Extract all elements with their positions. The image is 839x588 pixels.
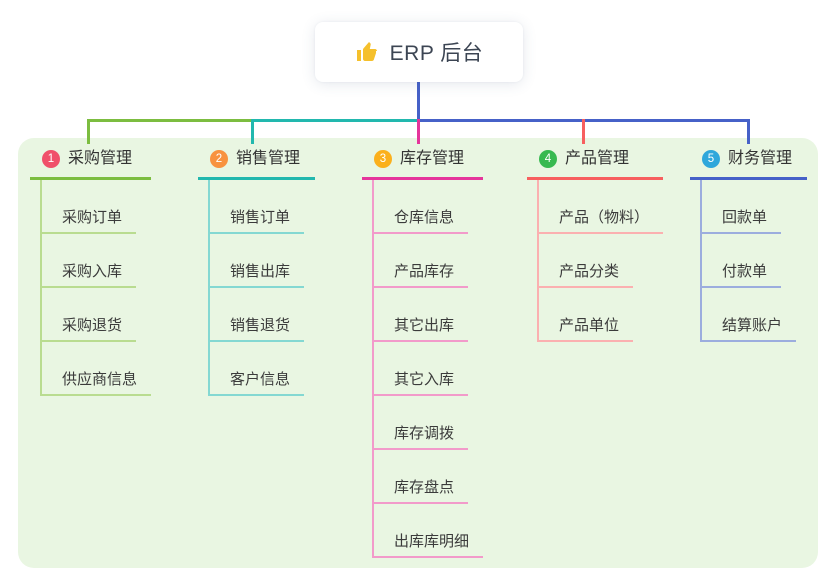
- root-node[interactable]: ERP 后台: [315, 22, 523, 82]
- child-node[interactable]: 产品（物料）: [539, 180, 664, 234]
- branch-label: 库存管理: [400, 150, 465, 167]
- child-node[interactable]: 产品库存: [374, 234, 469, 288]
- branch-header[interactable]: 2 销售管理: [198, 148, 315, 180]
- branch-number-badge: 2: [210, 150, 228, 168]
- child-node[interactable]: 其它入库: [374, 342, 469, 396]
- child-node[interactable]: 产品分类: [539, 234, 634, 288]
- child-node[interactable]: 库存盘点: [374, 450, 469, 504]
- branch-4: 4 产品管理 产品（物料） 产品分类 产品单位: [527, 148, 664, 342]
- branch-number-badge: 4: [539, 150, 557, 168]
- connector-drop-branch-5: [747, 119, 750, 144]
- branch-children: 采购订单 采购入库 采购退货 供应商信息: [40, 180, 152, 396]
- thumbs-up-icon: [355, 40, 379, 64]
- root-title: ERP 后台: [389, 42, 484, 65]
- child-node[interactable]: 销售订单: [210, 180, 305, 234]
- child-node[interactable]: 库存调拨: [374, 396, 469, 450]
- connector-drop-branch-3: [417, 119, 420, 144]
- branch-5: 5 财务管理 回款单 付款单 结算账户: [690, 148, 807, 342]
- child-node[interactable]: 出库库明细: [374, 504, 484, 558]
- child-node[interactable]: 客户信息: [210, 342, 305, 396]
- branch-3: 3 库存管理 仓库信息 产品库存 其它出库 其它入库 库存调拨 库存盘点 出库库…: [362, 148, 484, 558]
- branch-label: 产品管理: [565, 150, 630, 167]
- child-node[interactable]: 产品单位: [539, 288, 634, 342]
- connector-root-vertical: [417, 82, 420, 120]
- branch-label: 采购管理: [68, 150, 133, 167]
- branch-children: 销售订单 销售出库 销售退货 客户信息: [208, 180, 305, 396]
- child-node[interactable]: 采购退货: [42, 288, 137, 342]
- mindmap-panel: 1 采购管理 采购订单 采购入库 采购退货 供应商信息 2 销售管理 销售订单 …: [18, 138, 818, 568]
- child-node[interactable]: 供应商信息: [42, 342, 152, 396]
- branch-children: 回款单 付款单 结算账户: [700, 180, 797, 342]
- connector-horizontal-left: [87, 119, 254, 122]
- child-node[interactable]: 销售退货: [210, 288, 305, 342]
- branch-header[interactable]: 3 库存管理: [362, 148, 484, 180]
- child-node[interactable]: 回款单: [702, 180, 782, 234]
- child-node[interactable]: 结算账户: [702, 288, 797, 342]
- branch-label: 销售管理: [236, 150, 301, 167]
- branch-header[interactable]: 4 产品管理: [527, 148, 664, 180]
- branch-children: 仓库信息 产品库存 其它出库 其它入库 库存调拨 库存盘点 出库库明细: [372, 180, 484, 558]
- connector-drop-branch-4: [582, 119, 585, 144]
- branch-2: 2 销售管理 销售订单 销售出库 销售退货 客户信息: [198, 148, 315, 396]
- child-node[interactable]: 采购入库: [42, 234, 137, 288]
- branch-children: 产品（物料） 产品分类 产品单位: [537, 180, 664, 342]
- branch-number-badge: 5: [702, 150, 720, 168]
- connector-drop-branch-2: [251, 119, 254, 144]
- branch-header[interactable]: 5 财务管理: [690, 148, 807, 180]
- child-node[interactable]: 付款单: [702, 234, 782, 288]
- child-node[interactable]: 销售出库: [210, 234, 305, 288]
- branch-header[interactable]: 1 采购管理: [30, 148, 152, 180]
- child-node[interactable]: 仓库信息: [374, 180, 469, 234]
- branch-1: 1 采购管理 采购订单 采购入库 采购退货 供应商信息: [30, 148, 152, 396]
- connector-horizontal-middle: [253, 119, 418, 122]
- connector-drop-branch-1: [87, 119, 90, 144]
- branch-label: 财务管理: [728, 150, 793, 167]
- branch-number-badge: 1: [42, 150, 60, 168]
- child-node[interactable]: 其它出库: [374, 288, 469, 342]
- branch-number-badge: 3: [374, 150, 392, 168]
- child-node[interactable]: 采购订单: [42, 180, 137, 234]
